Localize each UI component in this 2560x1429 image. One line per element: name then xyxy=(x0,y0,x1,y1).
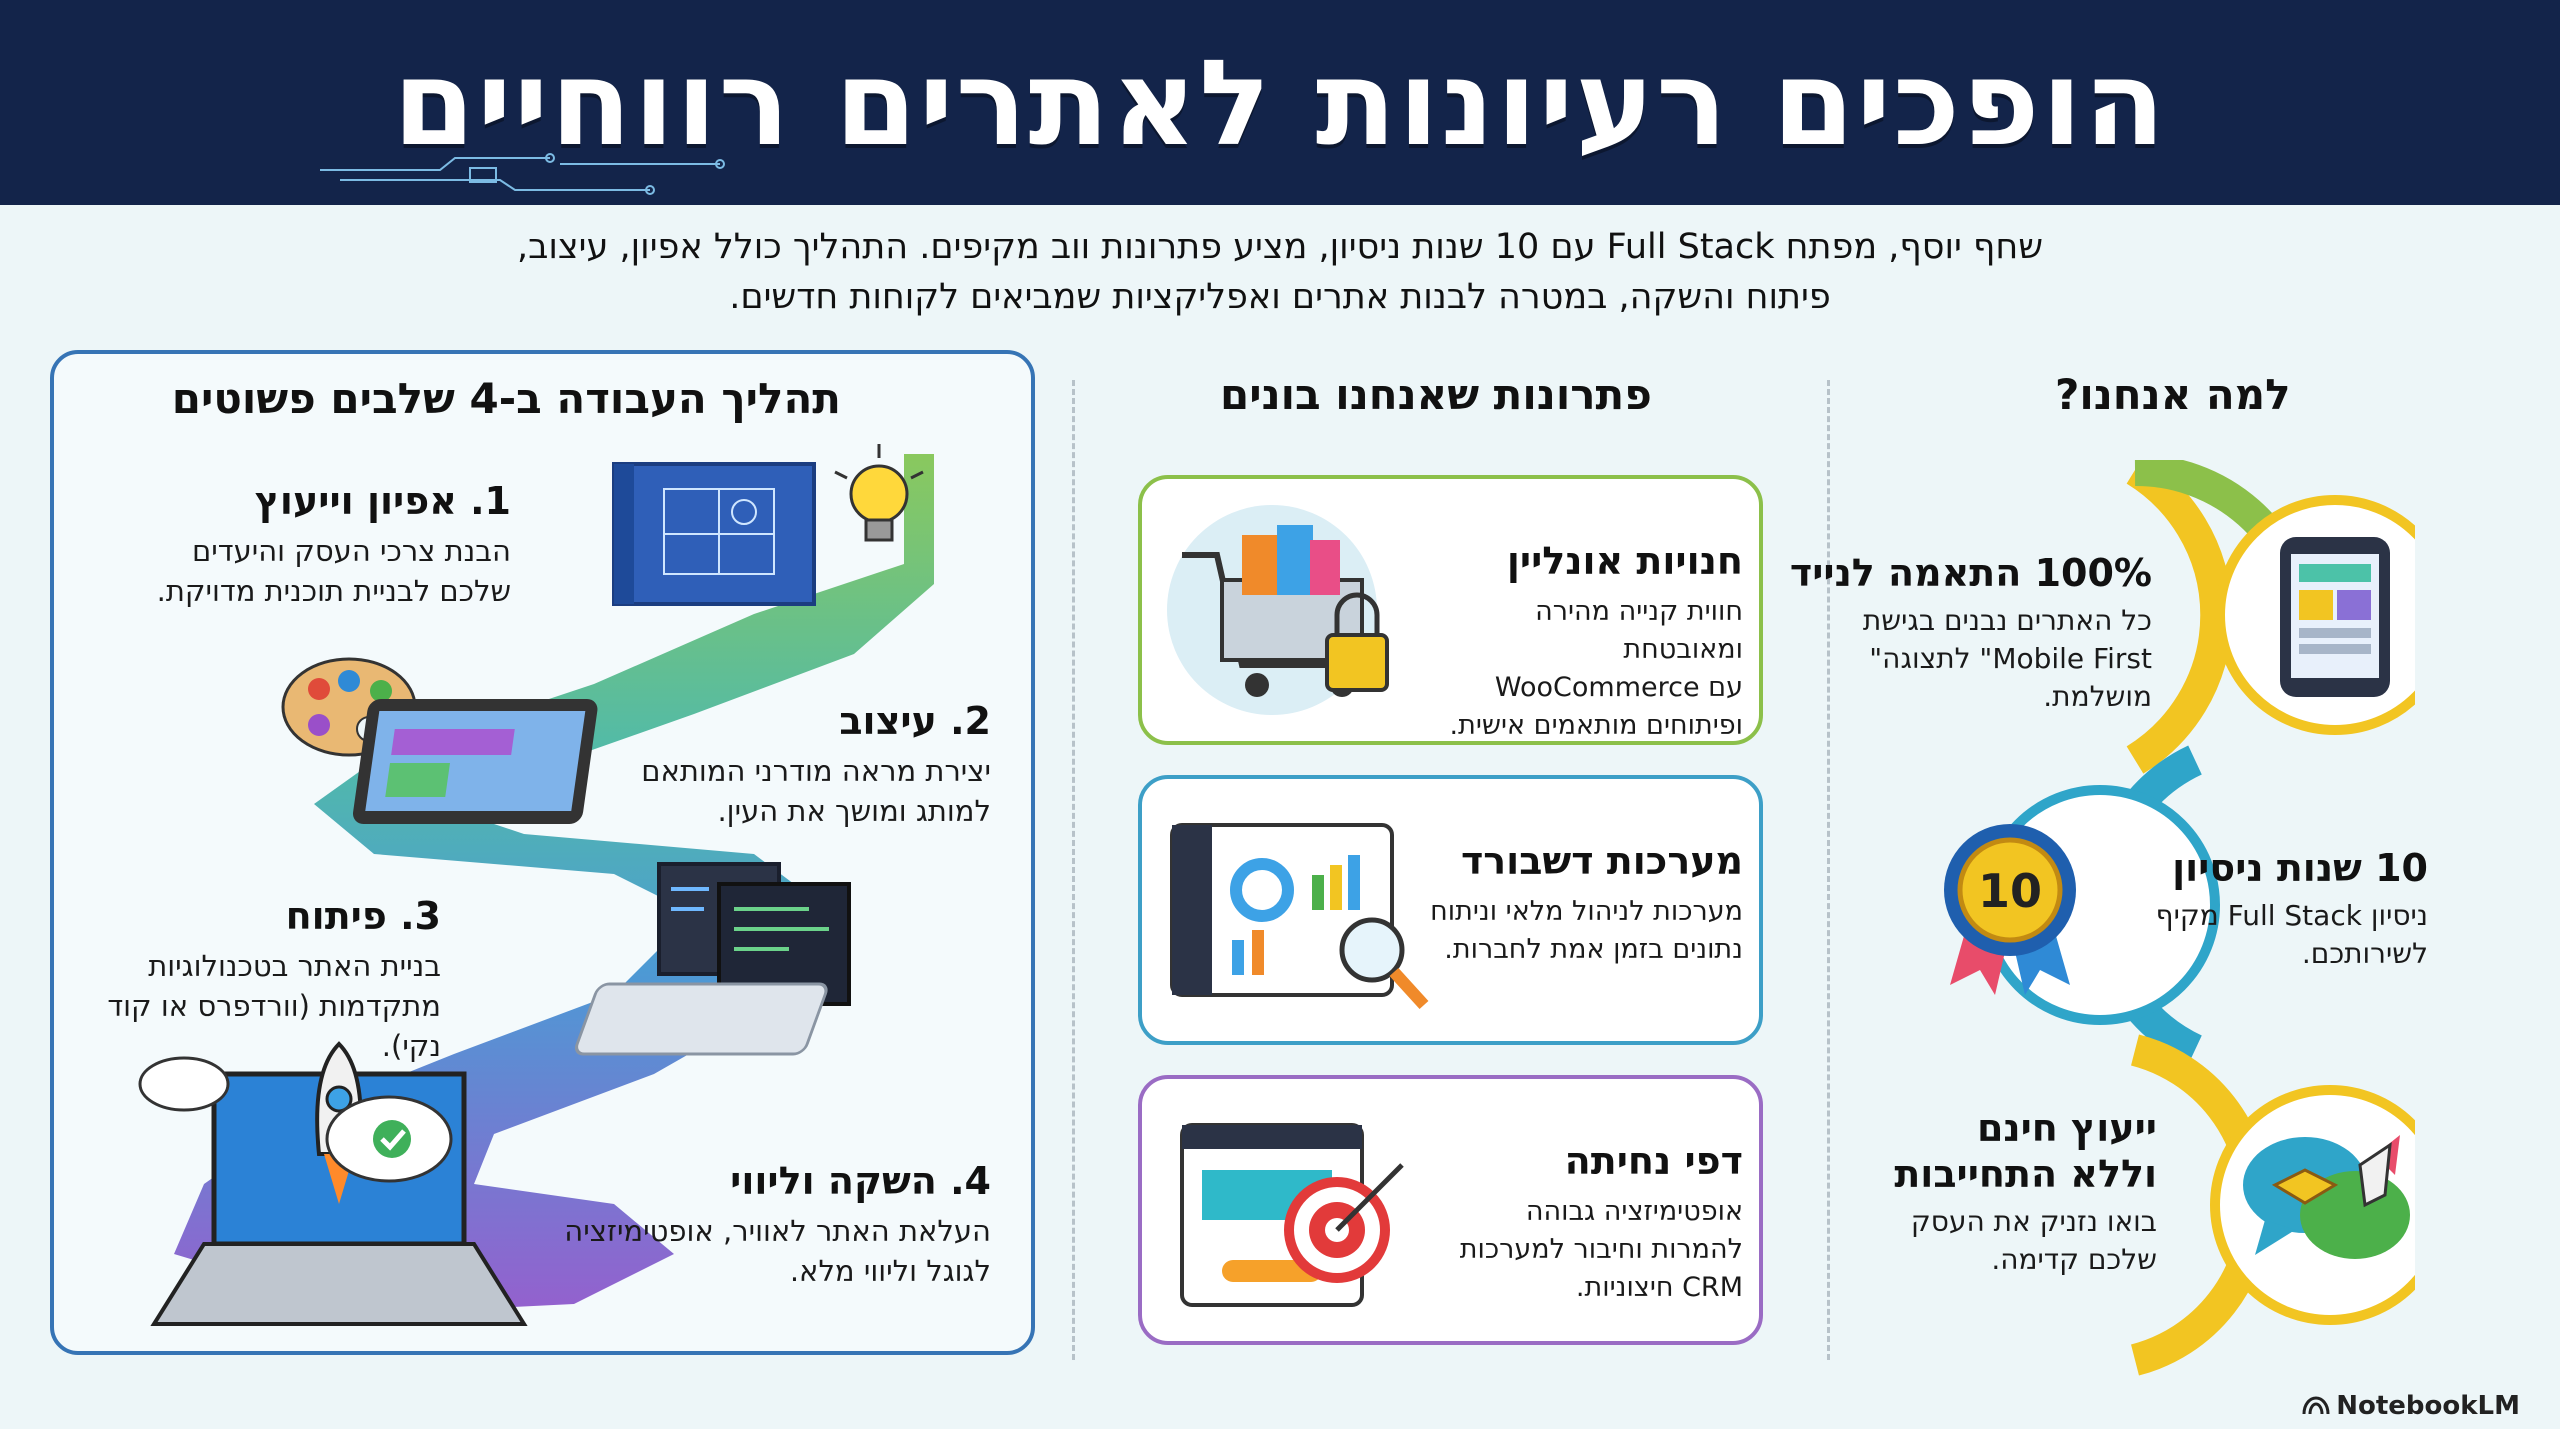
why-item-desc: בואו נזניק את העסק שלכם קדימה. xyxy=(1894,1203,2157,1279)
card-desc-line: חווית קנייה מהירה ומאובטחת xyxy=(1535,596,1743,665)
process-path-illustration xyxy=(138,444,934,1326)
step-desc-line: למותג ומושך את העין. xyxy=(717,794,991,828)
card-text: דפי נחיתה אופטימיזציה גבוהה להמרות וחיבו… xyxy=(1413,1139,1743,1307)
card-desc: אופטימיזציה גבוהה להמרות וחיבור למערכות … xyxy=(1413,1193,1743,1307)
card-desc-line: עם WooCommerce xyxy=(1494,672,1743,703)
why-item-title: ייעוץ חינם xyxy=(1976,1106,2157,1150)
step-desc-line: יצירת מראה מודרני המותאם xyxy=(641,754,991,788)
circuit-decoration-icon xyxy=(320,153,725,195)
step-desc-line: נקי). xyxy=(381,1029,441,1063)
process-step-2: 2. עיצוב יצירת מראה מודרני המותאם למותג … xyxy=(641,699,991,831)
intro-line-2: פיתוח והשקה, במטרה לבנות אתרים ואפליקציו… xyxy=(729,277,1831,317)
step-desc-line: שלכם לבניית תוכנית מדויקת. xyxy=(156,574,511,608)
intro-text: שחף יוסף, מפתח Full Stack עם 10 שנות ניס… xyxy=(420,222,2140,322)
badge-number: 10 xyxy=(1978,864,2042,918)
card-text: מערכות דשבורד מערכות לניהול מלאי וניתוח … xyxy=(1413,839,1743,969)
why-item-desc: ניסיון Full Stack מקיף לשירותכם. xyxy=(2156,897,2428,973)
solution-card-online-stores: חנויות אונליין חווית קנייה מהירה ומאובטח… xyxy=(1138,475,1763,745)
card-desc: חווית קנייה מהירה ומאובטחת עם WooCommerc… xyxy=(1413,593,1743,745)
card-desc: מערכות לניהול מלאי וניתוח נתונים בזמן אמ… xyxy=(1413,893,1743,969)
dashboard-icon xyxy=(1170,823,1429,1010)
blueprint-icon xyxy=(612,462,816,606)
step-desc: הבנת צרכי העסק והיעדים שלכם לבניית תוכני… xyxy=(157,531,511,611)
step-desc-line: בניית האתר בטכנולוגיות xyxy=(148,949,441,983)
solution-card-dashboards: מערכות דשבורד מערכות לניהול מלאי וניתוח … xyxy=(1138,775,1763,1045)
step-title: 2. עיצוב xyxy=(839,699,991,743)
why-item-desc: כל האתרים נבנים בגישת Mobile First" לתצו… xyxy=(1790,602,2152,716)
cloud-upload-icon xyxy=(325,1095,453,1183)
step-title: 3. פיתוח xyxy=(285,894,441,938)
step-title: 4. השקה וליווי xyxy=(730,1159,991,1203)
target-landing-icon xyxy=(1180,1123,1404,1307)
card-title: מערכות דשבורד xyxy=(1460,839,1743,883)
mobile-phone-icon xyxy=(2280,537,2390,697)
page-header: הופכים רעיונות לאתרים רווחיים xyxy=(0,0,2560,205)
why-desc-line: כל האתרים נבנים בגישת xyxy=(1862,604,2152,637)
column-divider xyxy=(1827,380,1830,1360)
shopping-cart-icon xyxy=(1167,505,1389,715)
card-title: חנויות אונליין xyxy=(1506,539,1743,583)
step-desc: העלאת האתר לאוויר, אופטימיזציה לגוגל ולי… xyxy=(564,1211,991,1291)
card-desc-line: אופטימיזציה גבוהה xyxy=(1525,1196,1743,1227)
why-title: למה אנחנו? xyxy=(2055,370,2291,419)
step-desc-line: לגוגל וליווי מלא. xyxy=(789,1254,991,1288)
notebooklm-logo-icon xyxy=(2302,1396,2330,1415)
step-desc: בניית האתר בטכנולוגיות מתקדמות (וורדפרס … xyxy=(107,946,441,1066)
why-item-title: 100% התאמה לנייד xyxy=(1789,551,2152,595)
step-desc-line: העלאת האתר לאוויר, אופטימיזציה xyxy=(564,1214,991,1248)
handshake-chat-icon xyxy=(2243,1135,2410,1259)
step-title: 1. אפיון וייעוץ xyxy=(254,479,511,523)
card-desc-line: ופיתוחים מותאמים אישית. xyxy=(1449,710,1743,741)
why-desc-line: בואו נזניק את העסק xyxy=(1910,1205,2157,1238)
step-desc-line: מתקדמות (וורדפרס או קוד xyxy=(107,989,441,1023)
solutions-title: פתרונות שאנחנו בונים xyxy=(1220,370,1652,419)
why-desc-line: שלכם קדימה. xyxy=(1991,1243,2157,1276)
process-step-1: 1. אפיון וייעוץ הבנת צרכי העסק והיעדים ש… xyxy=(157,479,511,611)
cloud-icon xyxy=(138,1056,230,1112)
intro-line-1: שחף יוסף, מפתח Full Stack עם 10 שנות ניס… xyxy=(516,227,2044,267)
card-desc-line: להמרות וחיבור למערכות xyxy=(1459,1234,1743,1265)
why-item-title: 10 שנות ניסיון xyxy=(2172,846,2428,890)
why-item-mobile: 100% התאמה לנייד כל האתרים נבנים בגישת M… xyxy=(1790,550,2152,716)
brand-label: NotebookLM xyxy=(2336,1391,2520,1421)
why-desc-line: לשירותכם. xyxy=(2301,937,2428,970)
notebooklm-brand: NotebookLM xyxy=(2302,1391,2520,1421)
card-desc-line: נתונים בזמן אמת לחברות. xyxy=(1444,934,1743,965)
tablet-icon xyxy=(353,699,598,824)
why-item-consulting: ייעוץ חינם וללא התחייבות בואו נזניק את ה… xyxy=(1894,1105,2157,1279)
why-desc-line: ניסיון Full Stack מקיף xyxy=(2155,899,2428,932)
process-step-3: 3. פיתוח בניית האתר בטכנולוגיות מתקדמות … xyxy=(107,894,441,1066)
lightbulb-icon xyxy=(834,444,924,542)
keyboard-icon xyxy=(574,982,828,1056)
why-item-title-2: וללא התחייבות xyxy=(1894,1152,2157,1196)
step-desc-line: הבנת צרכי העסק והיעדים xyxy=(192,534,511,568)
award-badge-icon: 10 xyxy=(1944,824,2076,995)
card-desc-line: מערכות לניהול מלאי וניתוח xyxy=(1430,896,1743,927)
solution-card-landing-pages: דפי נחיתה אופטימיזציה גבוהה להמרות וחיבו… xyxy=(1138,1075,1763,1345)
card-text: חנויות אונליין חווית קנייה מהירה ומאובטח… xyxy=(1413,539,1743,745)
card-title: דפי נחיתה xyxy=(1564,1139,1743,1183)
why-item-experience: 10 שנות ניסיון ניסיון Full Stack מקיף לש… xyxy=(2156,845,2428,973)
column-divider xyxy=(1072,380,1075,1360)
step-desc: יצירת מראה מודרני המותאם למותג ומושך את … xyxy=(641,751,991,831)
why-desc-line: Mobile First" לתצוגה" xyxy=(1869,642,2152,675)
process-step-4: 4. השקה וליווי העלאת האתר לאוויר, אופטימ… xyxy=(564,1159,991,1291)
page-title: הופכים רעיונות לאתרים רווחיים xyxy=(392,33,2168,172)
why-desc-line: מושלמת. xyxy=(2043,680,2152,713)
process-panel: תהליך העבודה ב-4 שלבים פשוטים 1. אפיון ו… xyxy=(50,350,1035,1355)
card-desc-line: CRM חיצוניות. xyxy=(1575,1272,1743,1303)
process-title: תהליך העבודה ב-4 שלבים פשוטים xyxy=(171,374,841,423)
